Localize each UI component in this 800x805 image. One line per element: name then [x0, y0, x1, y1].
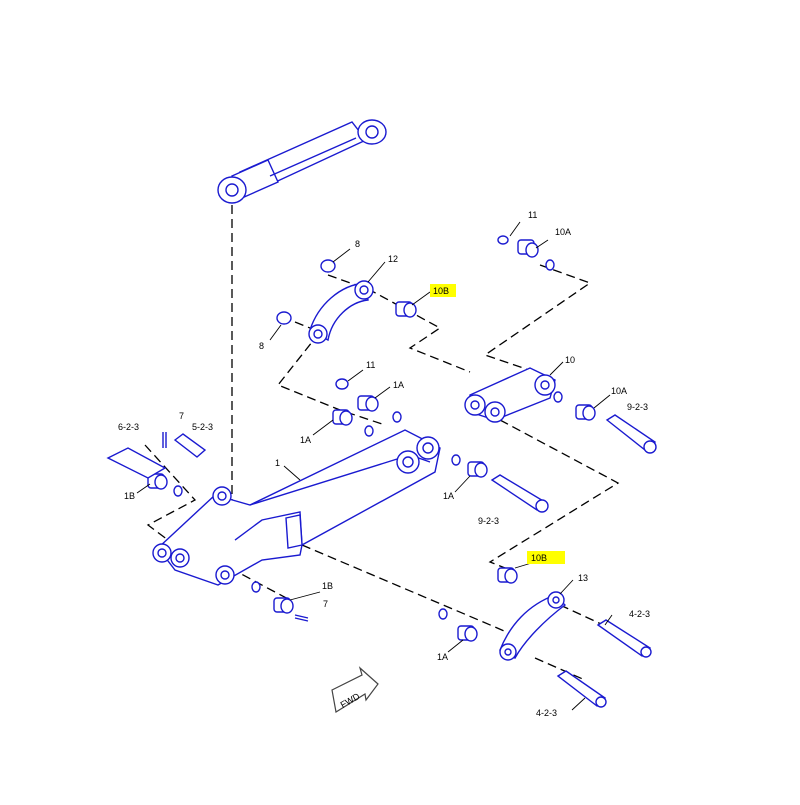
link-13[interactable] — [499, 591, 567, 661]
callout-10b-top: 10B — [433, 286, 449, 296]
callout-1a-mid: 1A — [393, 380, 404, 390]
callout-10: 10 — [565, 355, 575, 365]
callout-10a-mid: 10A — [611, 386, 627, 396]
callout-5-2-3: 5-2-3 — [192, 422, 213, 432]
callout-1a-bottom: 1A — [437, 652, 448, 662]
callout-1: 1 — [275, 458, 280, 468]
callout-1b-bottom: 1B — [322, 581, 333, 591]
callout-1b-left: 1B — [124, 491, 135, 501]
small-parts[interactable] — [106, 235, 657, 708]
boom-arm[interactable] — [152, 429, 441, 586]
callout-12: 12 — [388, 254, 398, 264]
callout-11-top: 11 — [528, 210, 537, 220]
highlight-markers — [430, 284, 565, 564]
callout-1a-left: 1A — [300, 435, 311, 445]
hydraulic-cylinder[interactable] — [217, 119, 387, 204]
callout-7-bottom: 7 — [323, 599, 328, 609]
callout-10a-top: 10A — [555, 227, 571, 237]
link-10[interactable] — [464, 367, 556, 423]
callout-8-left: 8 — [259, 341, 264, 351]
callout-11-mid: 11 — [366, 360, 375, 370]
callout-4-2-3-bottom: 4-2-3 — [536, 708, 557, 718]
callout-10b-bottom: 10B — [531, 553, 547, 563]
callout-9-2-3-center: 9-2-3 — [478, 516, 499, 526]
callout-4-2-3-right: 4-2-3 — [629, 609, 650, 619]
callout-13: 13 — [578, 573, 588, 583]
callout-1a-center: 1A — [443, 491, 454, 501]
callout-9-2-3-right: 9-2-3 — [627, 402, 648, 412]
callout-labels: 11 10A 8 12 10B 8 11 1A 10 10A 9-2-3 7 5… — [118, 210, 650, 718]
forward-arrow-icon: FWD — [331, 666, 379, 713]
callout-8-top: 8 — [355, 239, 360, 249]
callout-7-top: 7 — [179, 411, 184, 421]
link-12[interactable] — [308, 280, 374, 344]
callout-6-2-3: 6-2-3 — [118, 422, 139, 432]
